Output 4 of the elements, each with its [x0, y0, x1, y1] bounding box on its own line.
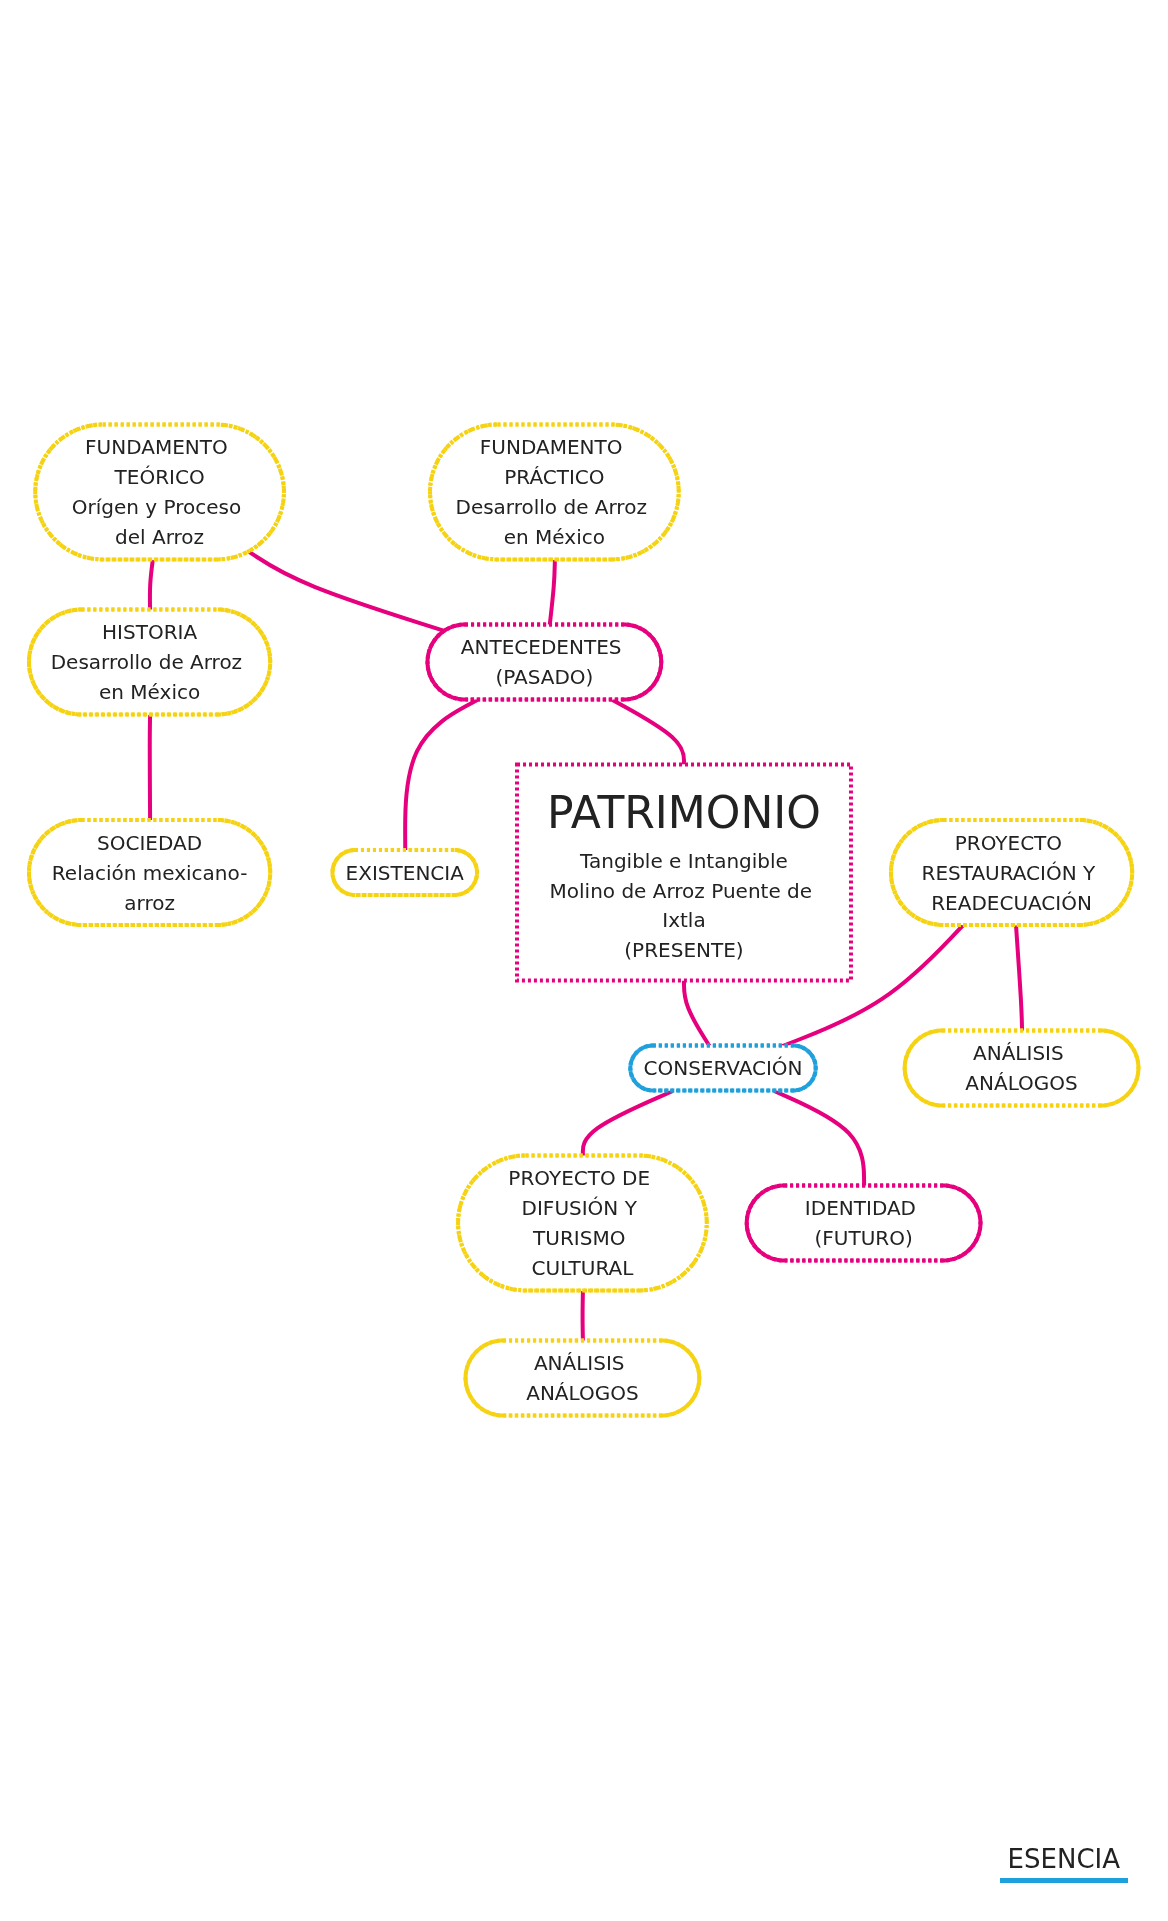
connector	[148, 714, 153, 821]
bracket-label: ESENCIA	[999, 1840, 1128, 1883]
connector	[248, 550, 446, 633]
node-box: PATRIMONIO Tangible e Intangible Molino de Arroz Puente de Ixtla (PRESENTE)	[515, 762, 854, 983]
